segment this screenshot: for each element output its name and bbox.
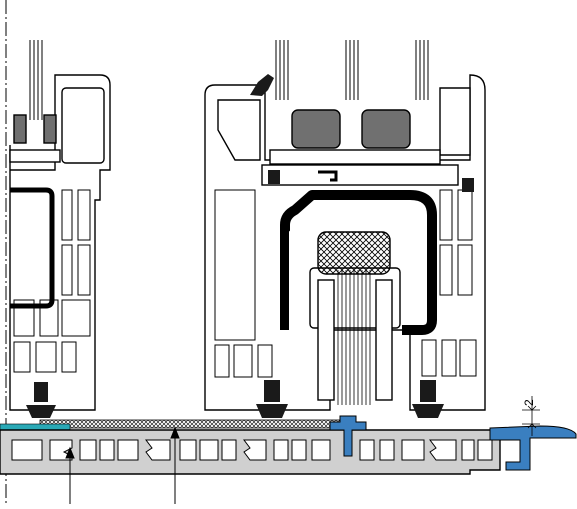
threshold-chambers: [11, 439, 493, 461]
drainage-hook: [318, 170, 338, 182]
seal-left: [268, 170, 280, 184]
left-sash-profile: [9, 40, 111, 411]
center-reinforcement: [280, 190, 437, 335]
blue-outer-sill: [489, 425, 577, 471]
left-roller-seal: [26, 382, 56, 418]
seal-right: [462, 178, 474, 192]
reinforcement-inner-line: [289, 203, 423, 330]
blue-center-seal: [329, 415, 367, 457]
sill-gasket-strip: [39, 419, 341, 429]
dimension-label: 2: [522, 399, 536, 406]
center-roller-left: [256, 380, 288, 418]
teal-strip: [0, 423, 71, 431]
dimension-annotation: 2: [522, 396, 540, 436]
top-seal: [250, 74, 274, 96]
center-sash-profile: [204, 40, 486, 411]
leader-arrow-icon: [65, 426, 180, 504]
left-reinforcement: [10, 187, 55, 309]
crosshatch-insulation-icon: [317, 231, 391, 275]
center-roller-right: [412, 380, 444, 418]
